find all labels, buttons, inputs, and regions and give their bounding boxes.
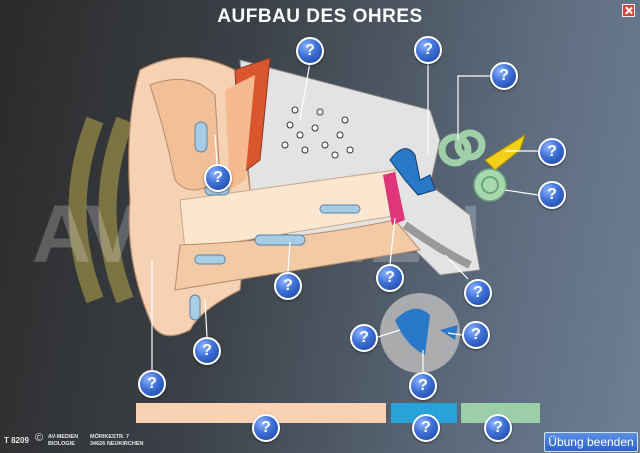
inner-ear [438, 129, 507, 202]
question-hotspot[interactable]: ? [350, 324, 378, 352]
close-icon[interactable] [622, 4, 635, 17]
question-hotspot[interactable]: ? [296, 37, 324, 65]
question-hotspot[interactable]: ? [252, 414, 280, 442]
publisher-street: MÖRIKESTR. 7 [90, 434, 130, 440]
question-hotspot[interactable]: ? [464, 279, 492, 307]
copyright-symbol: © [35, 432, 44, 444]
publisher-name: AV-MEDIEN [48, 434, 79, 440]
end-exercise-button[interactable]: Übung beenden [544, 432, 638, 452]
question-hotspot[interactable]: ? [204, 164, 232, 192]
question-hotspot[interactable]: ? [412, 414, 440, 442]
answer-bar-outer-ear[interactable] [136, 403, 386, 423]
skin-layer [225, 75, 255, 190]
question-hotspot[interactable]: ? [462, 321, 490, 349]
eustachian-tube [402, 221, 472, 269]
ossicles [389, 148, 436, 196]
question-hotspot[interactable]: ? [414, 36, 442, 64]
publisher-city: 34626 NEUKIRCHEN [90, 441, 144, 447]
product-code: T 8209 [4, 436, 29, 445]
subject-label: BIOLOGIE [48, 441, 75, 447]
question-hotspot[interactable]: ? [193, 337, 221, 365]
answer-bar-middle-ear[interactable] [391, 403, 457, 423]
question-hotspot[interactable]: ? [484, 414, 512, 442]
mastoid-cells [281, 106, 354, 159]
question-hotspot[interactable]: ? [409, 372, 437, 400]
leader-lines [151, 61, 539, 372]
question-hotspot[interactable]: ? [376, 264, 404, 292]
question-hotspot[interactable]: ? [490, 62, 518, 90]
eardrum [383, 172, 405, 225]
question-hotspot[interactable]: ? [538, 181, 566, 209]
question-hotspot[interactable]: ? [538, 138, 566, 166]
answer-bar-inner-ear[interactable] [461, 403, 540, 423]
inset-stirrup [440, 325, 458, 340]
inset-hammer [395, 308, 430, 355]
question-hotspot[interactable]: ? [274, 272, 302, 300]
page-title: AUFBAU DES OHRES [217, 6, 423, 27]
helix-fold [149, 78, 221, 191]
auditory-nerve [484, 133, 526, 171]
question-hotspot[interactable]: ? [138, 370, 166, 398]
